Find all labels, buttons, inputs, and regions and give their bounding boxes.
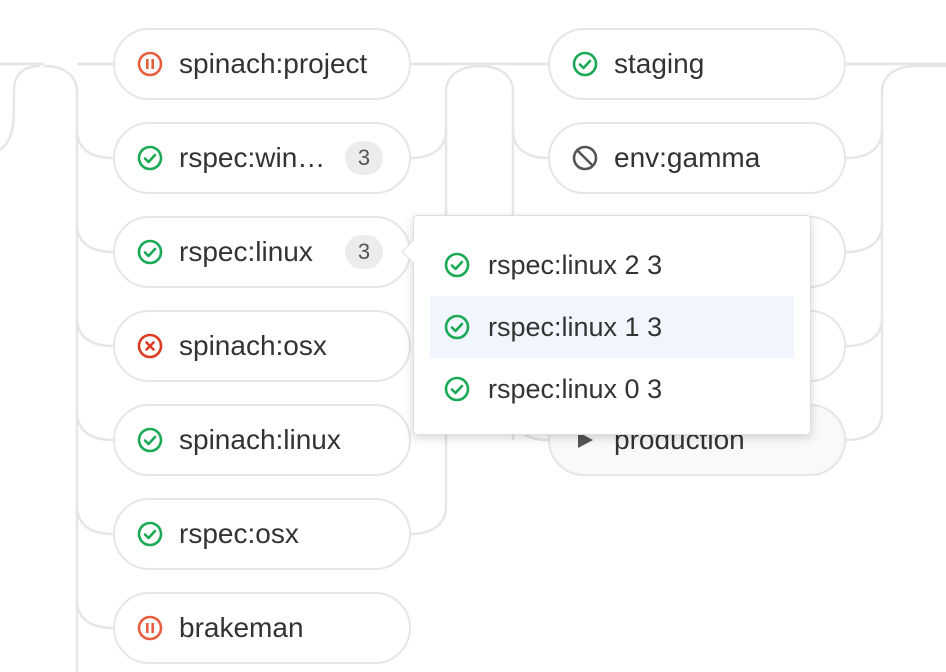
job-group-count-badge: 3 (345, 141, 383, 175)
check-circle-icon (137, 521, 163, 547)
job-rspec-windows[interactable]: rspec:win… 3 (113, 122, 411, 194)
job-label: spinach:project (179, 48, 368, 79)
job-spinach-osx[interactable]: spinach:osx (113, 310, 411, 382)
pause-circle-icon (137, 615, 163, 641)
dropdown-item-rspec-linux-2[interactable]: rspec:linux 2 3 (430, 234, 794, 296)
dropdown-item-label: rspec:linux 0 3 (488, 373, 663, 404)
job-label: rspec:linux (179, 236, 313, 267)
check-circle-icon (137, 427, 163, 453)
dropdown-item-label: rspec:linux 1 3 (488, 311, 663, 342)
job-label: brakeman (179, 612, 304, 643)
job-label: rspec:osx (179, 518, 299, 549)
check-circle-icon (444, 314, 470, 340)
job-brakeman[interactable]: brakeman (113, 592, 411, 664)
check-circle-icon (572, 51, 598, 77)
check-circle-icon (444, 252, 470, 278)
pause-circle-icon (137, 51, 163, 77)
job-label: staging (614, 48, 705, 79)
dropdown-item-label: rspec:linux 2 3 (488, 249, 663, 280)
job-spinach-project[interactable]: spinach:project (113, 28, 411, 100)
job-rspec-linux[interactable]: rspec:linux 3 (113, 216, 411, 288)
dropdown-item-rspec-linux-0[interactable]: rspec:linux 0 3 (430, 358, 794, 420)
skipped-icon (572, 145, 598, 171)
job-rspec-osx[interactable]: rspec:osx (113, 498, 411, 570)
job-label: env:gamma (614, 142, 761, 173)
dropdown-item-rspec-linux-1[interactable]: rspec:linux 1 3 (430, 296, 794, 358)
job-env-gamma[interactable]: env:gamma (548, 122, 846, 194)
x-circle-icon (137, 333, 163, 359)
job-spinach-linux[interactable]: spinach:linux (113, 404, 411, 476)
job-label: spinach:osx (179, 330, 327, 361)
check-circle-icon (137, 145, 163, 171)
job-group-dropdown: rspec:linux 2 3 rspec:linux 1 3 rspec:li… (401, 215, 811, 435)
play-icon (578, 432, 593, 448)
check-circle-icon (137, 239, 163, 265)
check-circle-icon (444, 376, 470, 402)
job-label: spinach:linux (179, 424, 341, 455)
job-group-count-badge: 3 (345, 235, 383, 269)
job-label: rspec:win… (179, 142, 326, 173)
job-staging[interactable]: staging (548, 28, 846, 100)
